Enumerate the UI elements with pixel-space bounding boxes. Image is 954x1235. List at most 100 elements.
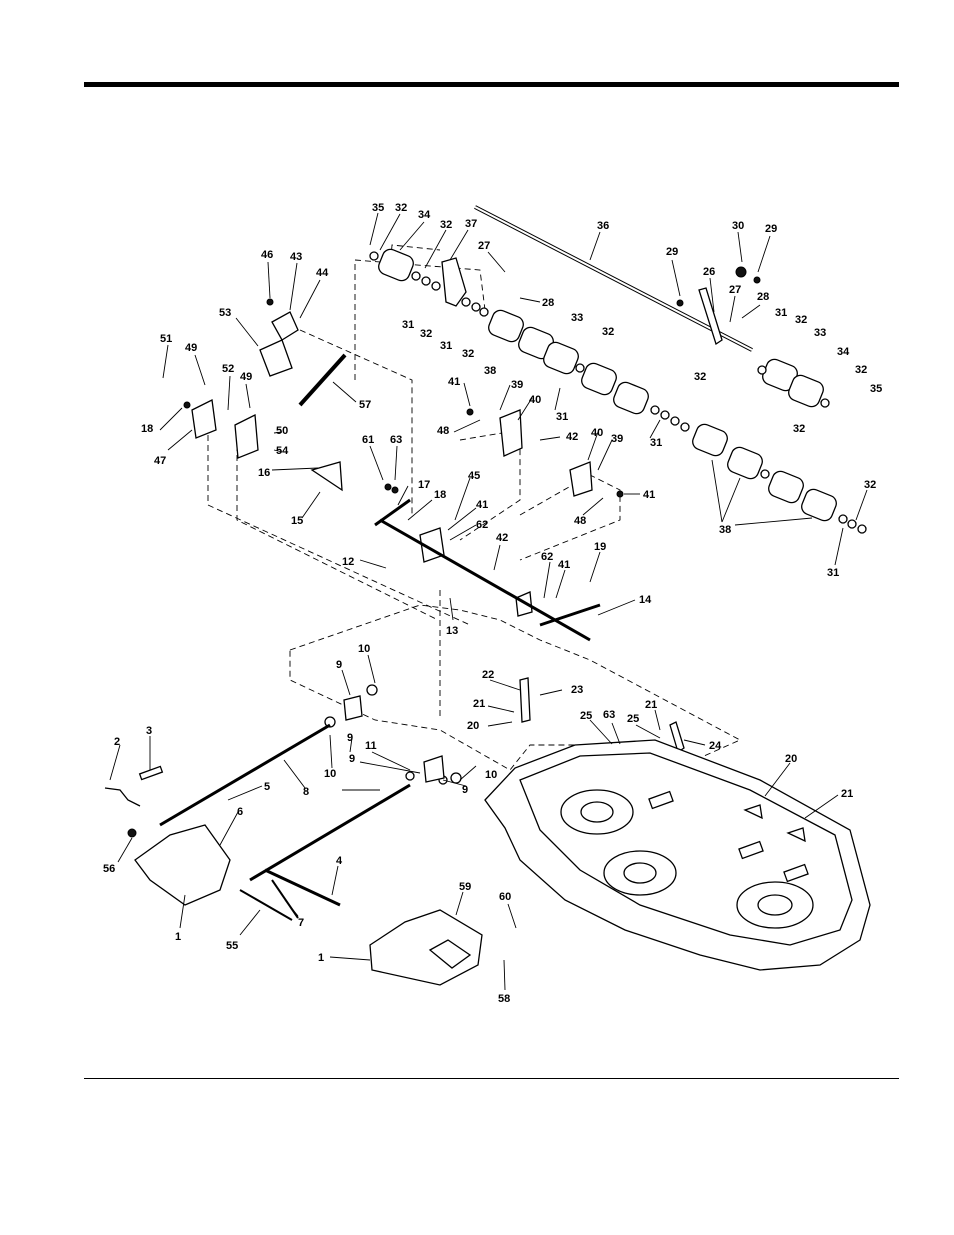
callout-63: 63: [390, 434, 402, 446]
callout-52: 52: [222, 363, 234, 375]
callout-9: 9: [349, 753, 355, 765]
callout-32: 32: [795, 314, 807, 326]
callout-20: 20: [467, 720, 479, 732]
mower-deck: [484, 739, 871, 971]
lift-shaft-assembly: [298, 353, 601, 642]
callout-31: 31: [775, 307, 787, 319]
deck-hangers: [134, 824, 483, 986]
callout-57: 57: [359, 399, 371, 411]
callout-26: 26: [703, 266, 715, 278]
callout-9: 9: [462, 784, 468, 796]
callout-29: 29: [765, 223, 777, 235]
callout-28: 28: [542, 297, 554, 309]
callout-31: 31: [556, 411, 568, 423]
callout-55: 55: [226, 940, 238, 952]
callout-40: 40: [529, 394, 541, 406]
callout-32: 32: [864, 479, 876, 491]
callout-38: 38: [719, 524, 731, 536]
callout-48: 48: [574, 515, 586, 527]
callout-3: 3: [146, 725, 152, 737]
callout-labels: 35 32 34 32 37 36 30 29 29 27 26 27 28 2…: [103, 202, 882, 1005]
callout-21: 21: [841, 788, 853, 800]
callout-24: 24: [709, 740, 722, 752]
callout-10: 10: [358, 643, 370, 655]
callout-9: 9: [347, 732, 353, 744]
callout-62: 62: [476, 519, 488, 531]
callout-51: 51: [160, 333, 172, 345]
callout-38: 38: [484, 365, 496, 377]
callout-5: 5: [264, 781, 270, 793]
callout-61: 61: [362, 434, 374, 446]
callout-22: 22: [482, 669, 494, 681]
callout-43: 43: [290, 251, 302, 263]
callout-21: 21: [645, 699, 657, 711]
callout-41: 41: [448, 376, 460, 388]
callout-14: 14: [639, 594, 652, 606]
assembly-guide-lines: [207, 244, 742, 781]
callout-13: 13: [446, 625, 458, 637]
callout-11: 11: [365, 740, 377, 752]
callout-34: 34: [418, 209, 431, 221]
callout-8: 8: [303, 786, 309, 798]
callout-59: 59: [459, 881, 471, 893]
callout-27: 27: [729, 284, 741, 296]
callout-10: 10: [485, 769, 497, 781]
callout-49: 49: [240, 371, 252, 383]
callout-15: 15: [291, 515, 303, 527]
washers-and-bearings: [127, 251, 867, 838]
callout-16: 16: [258, 467, 270, 479]
callout-53: 53: [219, 307, 231, 319]
callout-49: 49: [185, 342, 197, 354]
callout-32: 32: [395, 202, 407, 214]
footer-rule: [84, 1078, 899, 1079]
callout-31: 31: [827, 567, 839, 579]
callout-36: 36: [597, 220, 609, 232]
callout-32: 32: [420, 328, 432, 340]
roller-shaft: [474, 205, 753, 352]
callout-20: 20: [785, 753, 797, 765]
callout-41: 41: [476, 499, 488, 511]
lift-links: [104, 723, 411, 921]
callout-28: 28: [757, 291, 769, 303]
callout-41: 41: [643, 489, 655, 501]
callout-19: 19: [594, 541, 606, 553]
callout-29: 29: [666, 246, 678, 258]
callout-32: 32: [602, 326, 614, 338]
callout-50: 50: [276, 425, 288, 437]
callout-33: 33: [571, 312, 583, 324]
callout-63: 63: [603, 709, 615, 721]
callout-34: 34: [837, 346, 850, 358]
callout-25: 25: [580, 710, 592, 722]
callout-31: 31: [440, 340, 452, 352]
callout-18: 18: [141, 423, 153, 435]
brackets-and-arms: [191, 257, 723, 783]
callout-1: 1: [318, 952, 324, 964]
callout-1: 1: [175, 931, 181, 943]
callout-32: 32: [440, 219, 452, 231]
callout-27: 27: [478, 240, 490, 252]
callout-60: 60: [499, 891, 511, 903]
callout-9: 9: [336, 659, 342, 671]
callout-leader-lines: [109, 212, 868, 991]
callout-35: 35: [372, 202, 384, 214]
callout-31: 31: [650, 437, 662, 449]
callout-25: 25: [627, 713, 639, 725]
callout-32: 32: [855, 364, 867, 376]
callout-35: 35: [870, 383, 882, 395]
upper-rollers: [378, 248, 837, 522]
callout-42: 42: [566, 431, 578, 443]
callout-2: 2: [114, 736, 120, 748]
callout-17: 17: [418, 479, 430, 491]
callout-46: 46: [261, 249, 273, 261]
callout-47: 47: [154, 455, 166, 467]
callout-31: 31: [402, 319, 414, 331]
callout-54: 54: [276, 445, 289, 457]
callout-6: 6: [237, 806, 243, 818]
callout-18: 18: [434, 489, 446, 501]
callout-7: 7: [298, 917, 304, 929]
callout-21: 21: [473, 698, 485, 710]
callout-41: 41: [558, 559, 570, 571]
callout-32: 32: [793, 423, 805, 435]
callout-4: 4: [336, 855, 343, 867]
